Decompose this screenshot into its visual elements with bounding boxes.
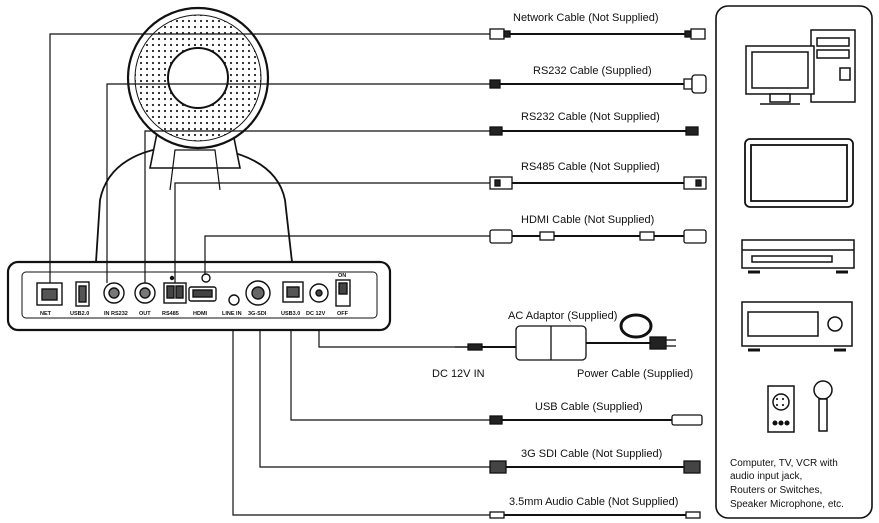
port-label-hdmi: HDMI — [193, 311, 208, 317]
audio-cable-icon — [489, 511, 701, 519]
ports — [36, 273, 351, 307]
power-cable-label: Power Cable (Supplied) — [577, 368, 693, 380]
port-label-usb3: USB3.0 — [281, 311, 300, 317]
rs232-not-supplied-cable-icon — [489, 126, 699, 136]
devices-caption-line-3: Routers or Switches, — [730, 485, 822, 496]
dc-in-label: DC 12V IN — [432, 368, 485, 380]
port-labels: NET USB2.0 IN RS232 OUT RS485 HDMI LINE … — [40, 273, 349, 317]
line-in-port-icon — [228, 294, 240, 306]
network-cable-icon — [489, 28, 706, 40]
connection-lines — [49, 33, 490, 516]
hdmi-line — [204, 235, 490, 275]
port-label-out: OUT — [139, 311, 151, 317]
dc-line — [318, 330, 468, 348]
rs232-supplied-label: RS232 Cable (Supplied) — [533, 65, 652, 77]
microphone-icon — [813, 380, 833, 432]
computer-icon — [745, 29, 856, 105]
cable-labels: Network Cable (Not Supplied) RS232 Cable… — [432, 12, 693, 508]
audio-cable-label: 3.5mm Audio Cable (Not Supplied) — [509, 496, 678, 508]
port-label-usb2: USB2.0 — [70, 311, 89, 317]
ac-adaptor-icon — [455, 313, 676, 361]
port-label-dc12v: DC 12V — [306, 311, 326, 317]
sdi-line — [259, 330, 490, 468]
devices-caption-line-2: audio input jack, — [730, 471, 802, 482]
rs485-line — [174, 182, 490, 283]
lens — [167, 47, 229, 109]
devices-panel — [715, 5, 873, 519]
cables — [455, 28, 707, 519]
hdmi-cable-label: HDMI Cable (Not Supplied) — [521, 214, 654, 226]
devices-caption-line-4: Speaker Microphone, etc. — [730, 499, 844, 510]
network-cable-label: Network Cable (Not Supplied) — [513, 12, 659, 24]
router-icon — [741, 301, 853, 352]
audio-line — [232, 330, 490, 516]
tv-icon — [744, 138, 854, 208]
usb-line — [290, 330, 490, 421]
ac-adaptor-label: AC Adaptor (Supplied) — [508, 310, 617, 322]
usb-cable-label: USB Cable (Supplied) — [535, 401, 643, 413]
usb-cable-icon — [489, 414, 703, 426]
rs485-cable-label: RS485 Cable (Not Supplied) — [521, 161, 660, 173]
port-label-on: ON — [338, 273, 346, 279]
vcr-icon — [741, 239, 855, 274]
devices-caption-line-1: Computer, TV, VCR with — [730, 458, 838, 469]
rs232-in-line — [106, 83, 490, 283]
port-label-in-rs232: IN RS232 — [104, 311, 128, 317]
rs232-supplied-cable-icon — [489, 74, 707, 94]
devices-box — [715, 5, 873, 519]
port-label-sdi: 3G-SDI — [248, 311, 267, 317]
network-line — [49, 33, 490, 283]
port-label-line-in: LINE IN — [222, 311, 242, 317]
hdmi-cable-icon — [489, 229, 707, 244]
sdi-cable-icon — [489, 460, 701, 474]
rs232-out-line — [144, 130, 490, 283]
speaker-icon — [767, 385, 795, 433]
rs232-not-supplied-label: RS232 Cable (Not Supplied) — [521, 111, 660, 123]
port-label-net: NET — [40, 311, 52, 317]
camera — [6, 6, 392, 332]
sdi-cable-label: 3G SDI Cable (Not Supplied) — [521, 448, 662, 460]
rs485-cable-icon — [489, 176, 707, 190]
devices-caption: Computer, TV, VCR with audio input jack,… — [730, 458, 844, 510]
port-label-off: OFF — [337, 311, 349, 317]
port-label-rs485: RS485 — [162, 311, 179, 317]
